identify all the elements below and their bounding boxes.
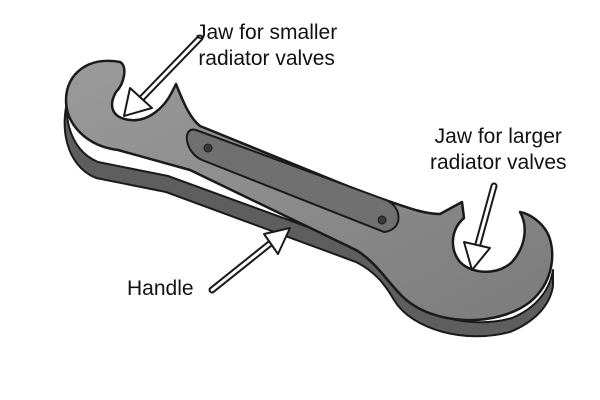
label-large-jaw: Jaw for larger radiator valves [430,124,567,176]
arrow-handle [208,227,291,294]
label-large-jaw-line2: radiator valves [430,151,567,174]
label-handle: Handle [127,277,194,300]
label-small-jaw-line1: Jaw for smaller [196,21,338,44]
rivet-right [377,215,387,225]
label-large-jaw-line1: Jaw for larger [434,125,562,148]
handle-recess [186,128,400,234]
rivet-left [203,143,213,153]
arrow-large-jaw [463,182,498,271]
label-small-jaw: Jaw for smaller radiator valves [196,20,337,72]
label-small-jaw-line2: radiator valves [198,47,335,70]
arrow-small-jaw [123,34,204,117]
